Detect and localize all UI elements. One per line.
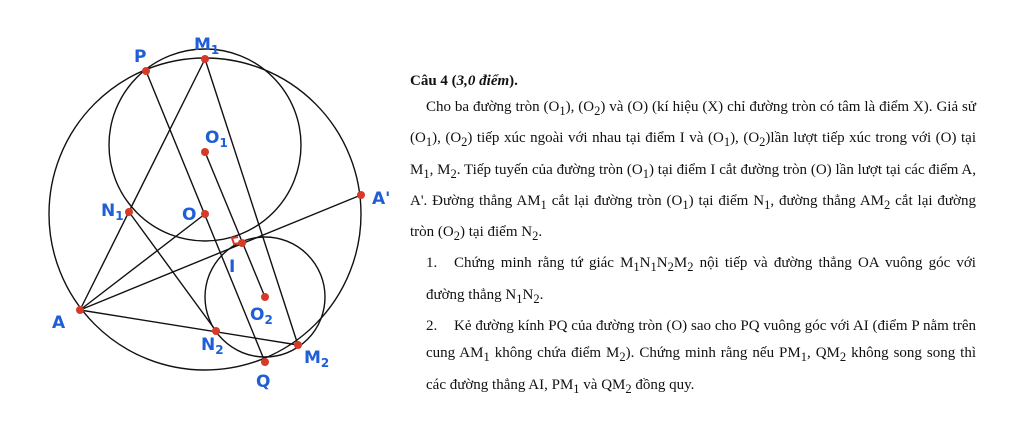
label-A: A — [52, 313, 66, 333]
point-O1 — [201, 148, 209, 156]
label-M1: M1 — [194, 35, 219, 57]
label-N2: N2 — [201, 335, 224, 357]
segment-AM1 — [79, 58, 206, 311]
label-I: I — [229, 257, 235, 277]
segment-O1O2 — [204, 151, 266, 298]
point-I — [238, 239, 246, 247]
circle-O2 — [204, 236, 326, 358]
question-item-1: 1.Chứng minh rằng tứ giác M1N1N2M2 nội t… — [426, 255, 976, 306]
problem-text: Câu 4 (3,0 điểm). Cho ba đường tròn (O1)… — [410, 70, 976, 403]
point-M2 — [294, 341, 302, 349]
problem-intro: Cho ba đường tròn (O1), (O2) và (O) (kí … — [410, 99, 976, 244]
point-N1 — [125, 208, 133, 216]
point-O — [201, 210, 209, 218]
right-angle-mark — [230, 236, 241, 246]
label-P: P — [134, 47, 146, 67]
segment-M1M2 — [204, 58, 299, 346]
point-M1 — [201, 55, 209, 63]
segment-AM2 — [79, 309, 299, 346]
label-Q: Q — [256, 372, 270, 392]
question-item-2: 2.Kẻ đường kính PQ của đường tròn (O) sa… — [426, 318, 977, 396]
point-N2 — [212, 327, 220, 335]
label-Aprime: A' — [372, 189, 390, 209]
segment-AAprime — [79, 194, 362, 311]
label-O2: O2 — [250, 305, 273, 327]
segment-AO — [79, 213, 206, 311]
question-title: Câu 4 (3,0 điểm). — [410, 73, 518, 89]
point-O2 — [261, 293, 269, 301]
label-N1: N1 — [101, 201, 124, 223]
point-Aprime — [357, 191, 365, 199]
circle-O1 — [108, 48, 302, 242]
label-M2: M2 — [304, 348, 329, 370]
point-Q — [261, 358, 269, 366]
segment-N1N2 — [128, 211, 217, 332]
point-P — [142, 67, 150, 75]
label-O1: O1 — [205, 128, 228, 150]
label-O: O — [182, 205, 196, 225]
point-A — [76, 306, 84, 314]
geometry-figure: P M1 O1 N1 O A' I A O2 N2 M2 Q — [48, 35, 390, 392]
